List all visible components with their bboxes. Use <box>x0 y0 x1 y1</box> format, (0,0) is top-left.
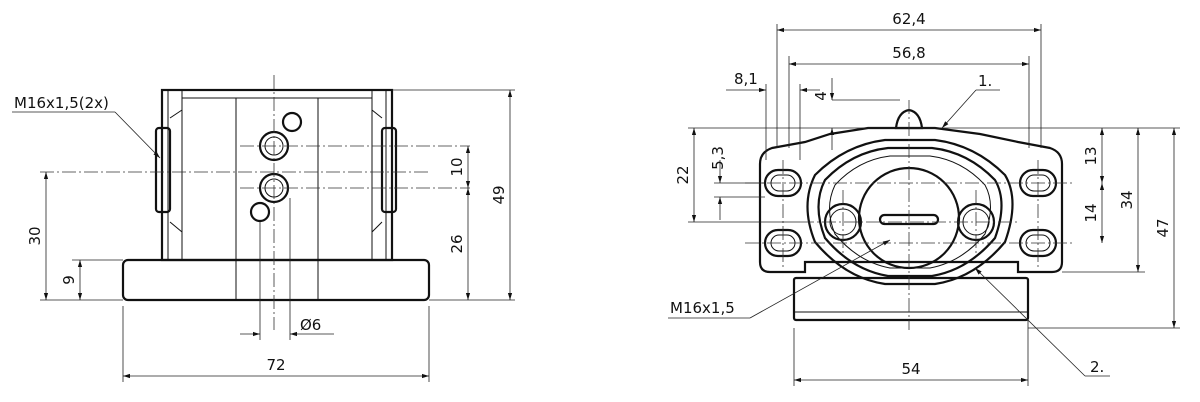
dim-47: 47 <box>1154 218 1172 237</box>
dim-62-4: 62,4 <box>892 10 925 28</box>
dim-9: 9 <box>60 275 78 285</box>
left-small-hole-bottom <box>249 201 271 223</box>
dim-34: 34 <box>1118 190 1136 209</box>
dim-4: 4 <box>812 91 830 101</box>
left-side-port <box>154 126 172 214</box>
gasket-outer <box>806 138 1014 286</box>
right-thread-callout: M16x1,5 <box>670 299 735 317</box>
dim-5-3: 5,3 <box>709 146 727 170</box>
left-small-hole-top <box>281 111 303 133</box>
left-main-body <box>160 88 394 262</box>
dim-26: 26 <box>448 234 466 253</box>
dim-10: 10 <box>448 157 466 176</box>
right-side-port <box>380 126 398 214</box>
dim-13: 13 <box>1082 146 1100 165</box>
right-view: 62,4 56,8 8,1 4 1. 22 5,3 13 14 34 47 <box>668 10 1180 386</box>
dim-54: 54 <box>901 360 920 378</box>
left-base-plate <box>121 258 431 302</box>
dim-49: 49 <box>490 185 508 204</box>
callout-1: 1. <box>978 72 992 90</box>
dim-22: 22 <box>674 165 692 184</box>
right-bottom-body <box>792 276 1030 322</box>
left-thread-callout: M16x1,5(2x) <box>14 94 109 112</box>
dim-56-8: 56,8 <box>892 44 925 62</box>
dim-8-1: 8,1 <box>734 70 758 88</box>
dim-14: 14 <box>1082 203 1100 222</box>
right-flange <box>758 126 1064 274</box>
left-view: 30 9 10 26 49 Ø6 72 M16x1,5(2x) <box>12 75 515 382</box>
dim-30: 30 <box>26 226 44 245</box>
dim-72: 72 <box>266 356 285 374</box>
callout-2: 2. <box>1090 358 1104 376</box>
dim-diameter-6: Ø6 <box>300 316 321 334</box>
